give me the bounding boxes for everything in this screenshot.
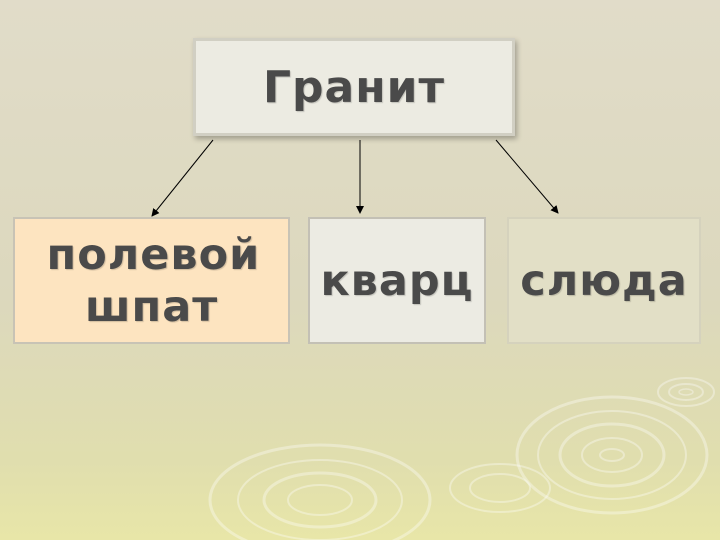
child-node-mica: слюда (507, 217, 701, 344)
arrow-to-feldspar (151, 139, 214, 217)
ripple-small-mid (449, 463, 551, 513)
arrow-to-mica (495, 139, 559, 214)
child-node-label: полевой шпат (46, 229, 261, 332)
ripple-small-right (657, 377, 715, 407)
child-node-quartz: кварц (308, 217, 486, 344)
root-node-label: Гранит (263, 61, 445, 113)
child-node-label: кварц (320, 255, 474, 306)
child-node-feldspar: полевой шпат (13, 217, 290, 344)
child-node-label: слюда (520, 255, 688, 306)
ripple-large (515, 395, 709, 515)
root-node-granite: Гранит (193, 38, 515, 136)
ripple-center (208, 443, 432, 540)
